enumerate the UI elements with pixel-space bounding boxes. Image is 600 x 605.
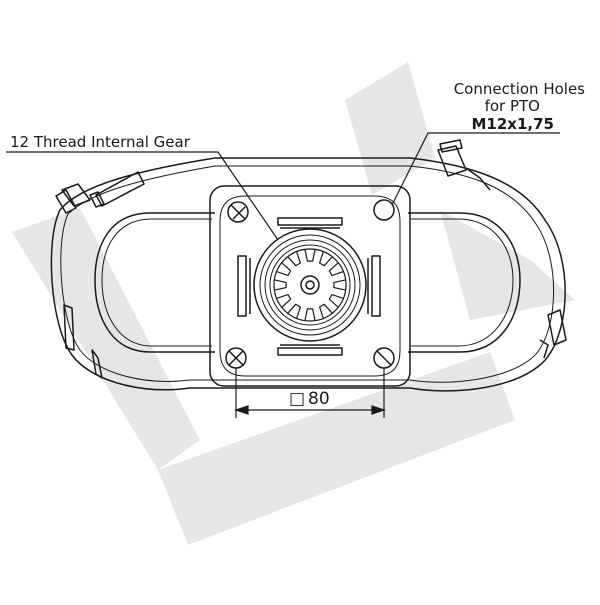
gear-tooth [276, 262, 292, 276]
left-side-ports [63, 304, 103, 379]
bolt-hole-bottom-right [373, 347, 395, 369]
right-side-port [539, 309, 567, 359]
gear-ring-4 [269, 244, 351, 326]
gear-ring-2 [259, 234, 361, 336]
gear-leader-line [6, 151, 279, 241]
holes-spec: M12x1,75 [472, 115, 555, 133]
dimension-symbol: □ [289, 389, 305, 409]
gear-outer-ring [253, 228, 367, 342]
gear-hub [300, 275, 320, 295]
right-oval-cutout [408, 212, 521, 353]
holes-leader-line [391, 132, 560, 206]
bolt-hole-top-right [373, 199, 395, 221]
left-fitting [55, 183, 105, 214]
gear-tooth [328, 262, 344, 276]
holes-label-line1: Connection Holes [454, 80, 585, 98]
left-oval-cutout [94, 212, 215, 353]
bolt-hole-top-left [227, 201, 249, 223]
gear-ring-3 [264, 239, 356, 331]
right-fitting [437, 139, 491, 191]
watermark-logo [12, 62, 575, 545]
bolt-hole-bottom-left [225, 347, 247, 369]
housing-inner-contour [60, 165, 555, 383]
gear-center [305, 280, 315, 290]
gear-guard-arcs [237, 217, 381, 356]
holes-label-line2: for PTO [485, 97, 540, 115]
dimension-80 [234, 368, 386, 418]
gear-tooth [333, 279, 346, 291]
gear-tooth [287, 251, 301, 267]
gear-tooth [319, 251, 333, 267]
gear-tooth [304, 249, 316, 262]
gear-tooth [276, 294, 292, 308]
gear-teeth [273, 248, 347, 322]
gear-tooth [304, 308, 316, 321]
gear-tooth [328, 294, 344, 308]
gear-tooth [287, 303, 301, 319]
pto-flange-inner [219, 195, 401, 377]
gear-tooth-root-circle [273, 248, 347, 322]
gear-label: 12 Thread Internal Gear [10, 133, 191, 151]
dimension-value: 80 [308, 389, 330, 409]
pto-flange [209, 185, 411, 387]
gear-tooth [319, 303, 333, 319]
left-top-port [95, 171, 145, 207]
gear-tooth [274, 279, 287, 291]
right-oval-cutout-inner [411, 218, 514, 347]
housing-outline [50, 157, 566, 392]
left-oval-cutout-inner [101, 218, 212, 347]
